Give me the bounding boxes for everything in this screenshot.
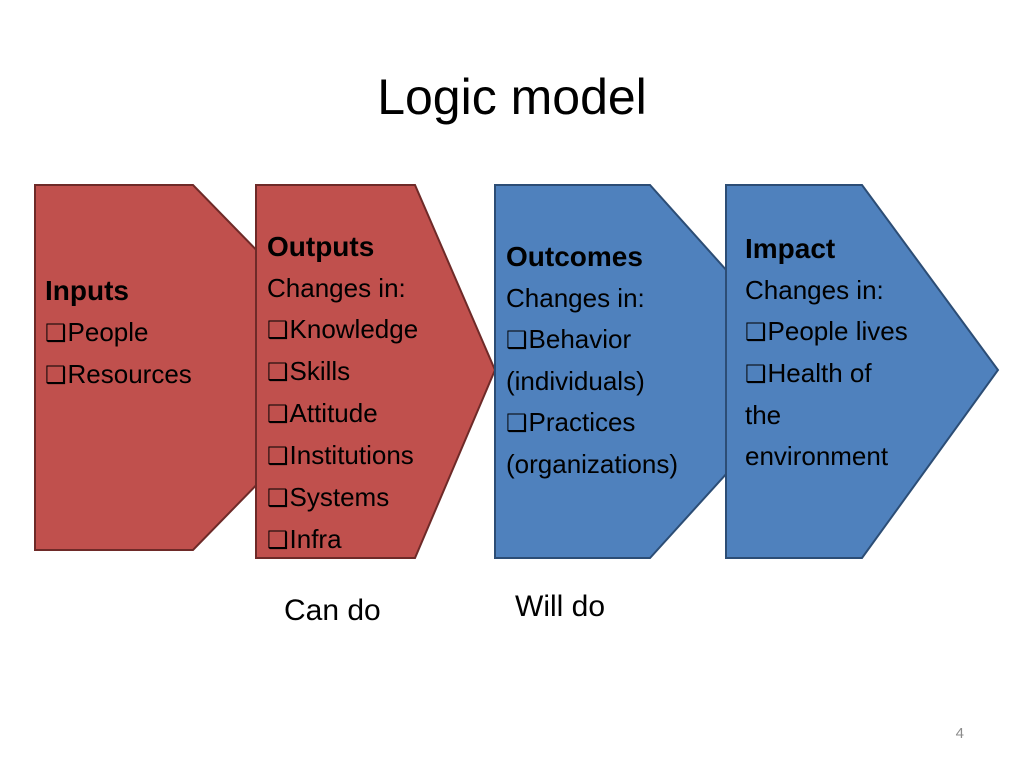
outcomes-note: (individuals) bbox=[506, 366, 645, 396]
checkbox-square-icon: ❑ bbox=[267, 527, 289, 554]
inputs-item: ❑People bbox=[45, 312, 192, 354]
checkbox-square-icon: ❑ bbox=[267, 443, 289, 470]
checkbox-square-icon: ❑ bbox=[267, 359, 289, 386]
impact-note: environment bbox=[745, 441, 889, 471]
impact-item: ❑Health of bbox=[745, 353, 908, 395]
checkbox-square-icon: ❑ bbox=[45, 362, 67, 389]
will-do-label: Will do bbox=[515, 590, 606, 623]
checkbox-square-icon: ❑ bbox=[267, 317, 289, 344]
can-do-label: Can do bbox=[284, 594, 381, 627]
outputs-chevron-shape bbox=[255, 184, 497, 559]
impact-item: ❑People lives bbox=[745, 311, 908, 353]
inputs-item: ❑Resources bbox=[45, 354, 192, 396]
impact-intro: Changes in: bbox=[745, 275, 884, 305]
checkbox-square-icon: ❑ bbox=[506, 327, 528, 354]
outputs-item: ❑Knowledge bbox=[267, 309, 418, 351]
outputs-item: ❑Institutions bbox=[267, 435, 418, 477]
outcomes-box: Outcomes Changes in: ❑Behavior (individu… bbox=[506, 236, 678, 485]
checkbox-square-icon: ❑ bbox=[745, 361, 767, 388]
outputs-item: ❑Skills bbox=[267, 351, 418, 393]
outcomes-note: (organizations) bbox=[506, 449, 678, 479]
outcomes-item: ❑Behavior bbox=[506, 319, 678, 361]
impact-chevron-shape bbox=[725, 184, 1000, 559]
checkbox-square-icon: ❑ bbox=[745, 319, 767, 346]
checkbox-square-icon: ❑ bbox=[45, 320, 67, 347]
checkbox-square-icon: ❑ bbox=[267, 401, 289, 428]
outputs-item: ❑Infra bbox=[267, 519, 418, 561]
outputs-item: ❑Systems bbox=[267, 477, 418, 519]
inputs-heading: Inputs bbox=[45, 275, 129, 306]
outputs-intro: Changes in: bbox=[267, 273, 406, 303]
outcomes-heading: Outcomes bbox=[506, 241, 643, 272]
outcomes-intro: Changes in: bbox=[506, 283, 645, 313]
outcomes-item: ❑Practices bbox=[506, 402, 678, 444]
impact-box: Impact Changes in: ❑People lives ❑Health… bbox=[745, 228, 908, 477]
outputs-item: ❑Attitude bbox=[267, 393, 418, 435]
checkbox-square-icon: ❑ bbox=[267, 485, 289, 512]
inputs-box: Inputs ❑People ❑Resources bbox=[45, 270, 192, 396]
impact-heading: Impact bbox=[745, 233, 836, 264]
slide-number: 4 bbox=[955, 725, 964, 742]
slide-title: Logic model bbox=[377, 69, 647, 125]
outputs-box: Outputs Changes in: ❑Knowledge ❑Skills ❑… bbox=[267, 226, 418, 561]
impact-note: the bbox=[745, 400, 782, 430]
outputs-heading: Outputs bbox=[267, 231, 375, 262]
checkbox-square-icon: ❑ bbox=[506, 410, 528, 437]
